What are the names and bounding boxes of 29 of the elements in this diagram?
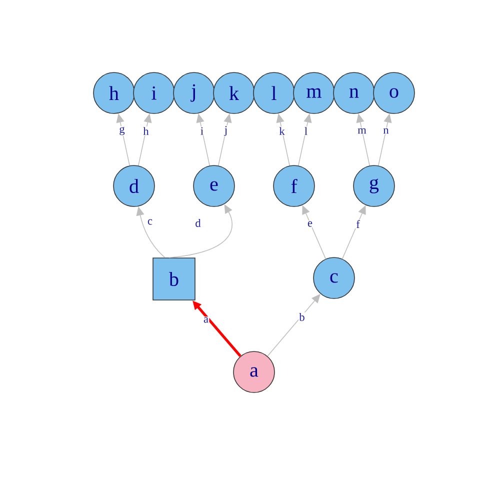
edge-label: l — [304, 126, 308, 136]
circle-node: c — [313, 257, 355, 299]
edge-label: k — [278, 126, 286, 136]
circle-node: j — [173, 72, 215, 114]
edge-label: m — [356, 128, 368, 134]
edge-label: b — [298, 312, 306, 322]
edge-label: g — [118, 126, 126, 136]
circle-node: a — [233, 351, 275, 393]
circle-node: d — [113, 165, 155, 207]
circle-node: i — [133, 72, 175, 114]
circle-node: h — [93, 72, 135, 114]
edge-label: h — [142, 126, 150, 136]
edge-label: c — [146, 218, 154, 226]
circle-node: g — [353, 165, 395, 207]
circle-node: m — [293, 72, 335, 114]
edge-label: e — [306, 220, 314, 228]
edge-label: d — [194, 218, 202, 228]
edge-label: j — [224, 125, 228, 137]
edge-label: n — [382, 128, 390, 134]
circle-node: n — [333, 72, 375, 114]
circle-node: o — [373, 72, 415, 114]
circle-node: l — [253, 72, 295, 114]
edge-label: f — [355, 219, 361, 229]
edge-label: a — [202, 316, 210, 324]
circle-node: k — [213, 72, 255, 114]
circle-node: e — [193, 165, 235, 207]
edge-label: i — [200, 126, 204, 136]
circle-node: f — [273, 165, 315, 207]
square-node: b — [152, 258, 196, 300]
